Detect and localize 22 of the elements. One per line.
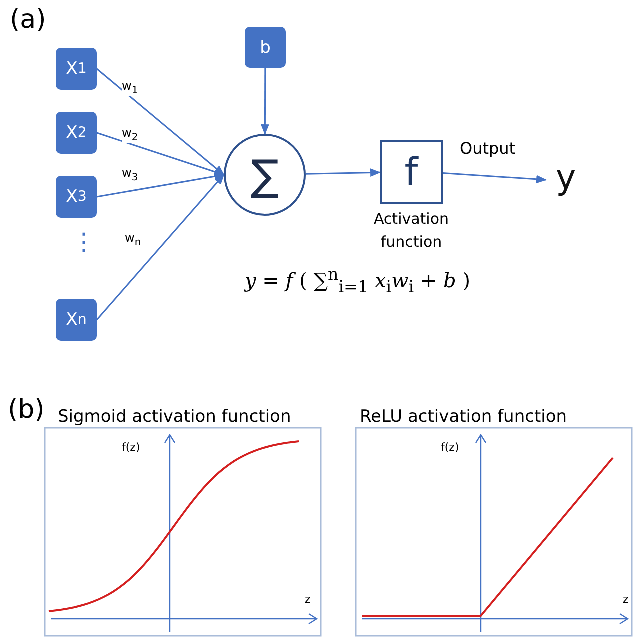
chart-title: ReLU activation function [360,407,568,427]
output-symbol: y [552,160,580,196]
panel-label: (a) [10,5,46,35]
axis-label: z [305,593,311,606]
formula: y = f ( ∑$^{n}$$_{i=1}$ x$_{i}$w$_{i}$ + b ) [245,265,471,297]
arrow [261,68,270,136]
axis-label: f(z) [122,441,140,454]
ellipsis: ⋮ [72,228,96,256]
arrow [96,174,225,320]
activation-box: f [380,140,443,204]
chart-title: Sigmoid activation function [58,407,292,427]
arrow [442,172,548,184]
panel-label: (b) [8,395,45,425]
arrow [96,172,226,198]
axis-label: z [623,593,629,606]
arrow [306,168,382,178]
edge-label: Output [460,140,516,158]
axis-label: f(z) [441,441,460,454]
caption-text: Activation function [372,209,450,253]
arrow [96,68,225,176]
summation-circle: ∑ [224,134,306,216]
bias-box: b [245,27,286,68]
